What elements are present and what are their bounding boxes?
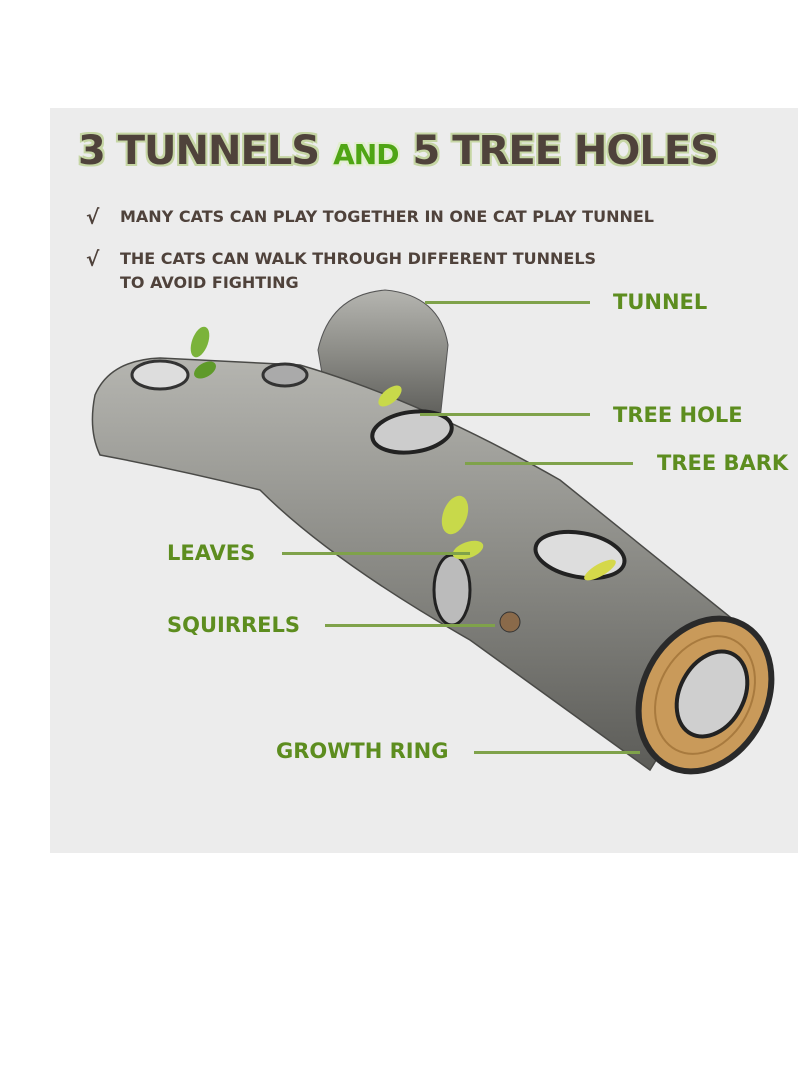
bullet-text: THE CATS CAN WALK THROUGH DIFFERENT TUNN… <box>120 249 597 268</box>
tunnel-opening <box>674 649 750 739</box>
tree-hole <box>432 553 472 627</box>
title-part-2: 5 TREE HOLES <box>412 128 719 174</box>
tree-bark-body <box>91 357 741 772</box>
label-leaves: LEAVES <box>167 541 256 565</box>
bullet-text: MANY CATS CAN PLAY TOGETHER IN ONE CAT P… <box>120 207 654 226</box>
leaf <box>441 495 469 535</box>
leaf <box>190 326 210 358</box>
label-tunnel: TUNNEL <box>613 290 708 314</box>
callout-line-squirrels <box>325 624 495 627</box>
label-tree-bark: TREE BARK <box>657 451 789 475</box>
label-tree-hole: TREE HOLE <box>613 403 743 427</box>
callout-line-tree-hole <box>420 413 590 416</box>
leaf <box>378 385 402 407</box>
callout-line-growth-ring <box>474 751 640 754</box>
title-part-1: 3 TUNNELS <box>78 128 320 174</box>
check-icon: √ <box>86 205 100 229</box>
check-icon: √ <box>86 247 100 271</box>
callout-line-tunnel <box>425 301 590 304</box>
feature-bullet: √ MANY CATS CAN PLAY TOGETHER IN ONE CAT … <box>86 205 654 229</box>
callout-line-tree-bark <box>465 462 633 465</box>
tree-hole <box>370 409 454 455</box>
leaf <box>194 361 216 379</box>
label-growth-ring: GROWTH RING <box>276 739 449 763</box>
title-connector: AND <box>333 138 399 171</box>
page-title: 3 TUNNELS AND 5 TREE HOLES <box>78 128 778 174</box>
tree-hole <box>261 362 309 388</box>
callout-line-leaves <box>282 552 470 555</box>
bullet-text-line-2: TO AVOID FIGHTING <box>120 273 299 292</box>
leaf <box>584 559 616 581</box>
feature-bullet: √ THE CATS CAN WALK THROUGH DIFFERENT TUN… <box>86 247 596 295</box>
squirrel <box>499 611 521 633</box>
tree-hole <box>130 359 190 391</box>
label-squirrels: SQUIRRELS <box>167 613 301 637</box>
